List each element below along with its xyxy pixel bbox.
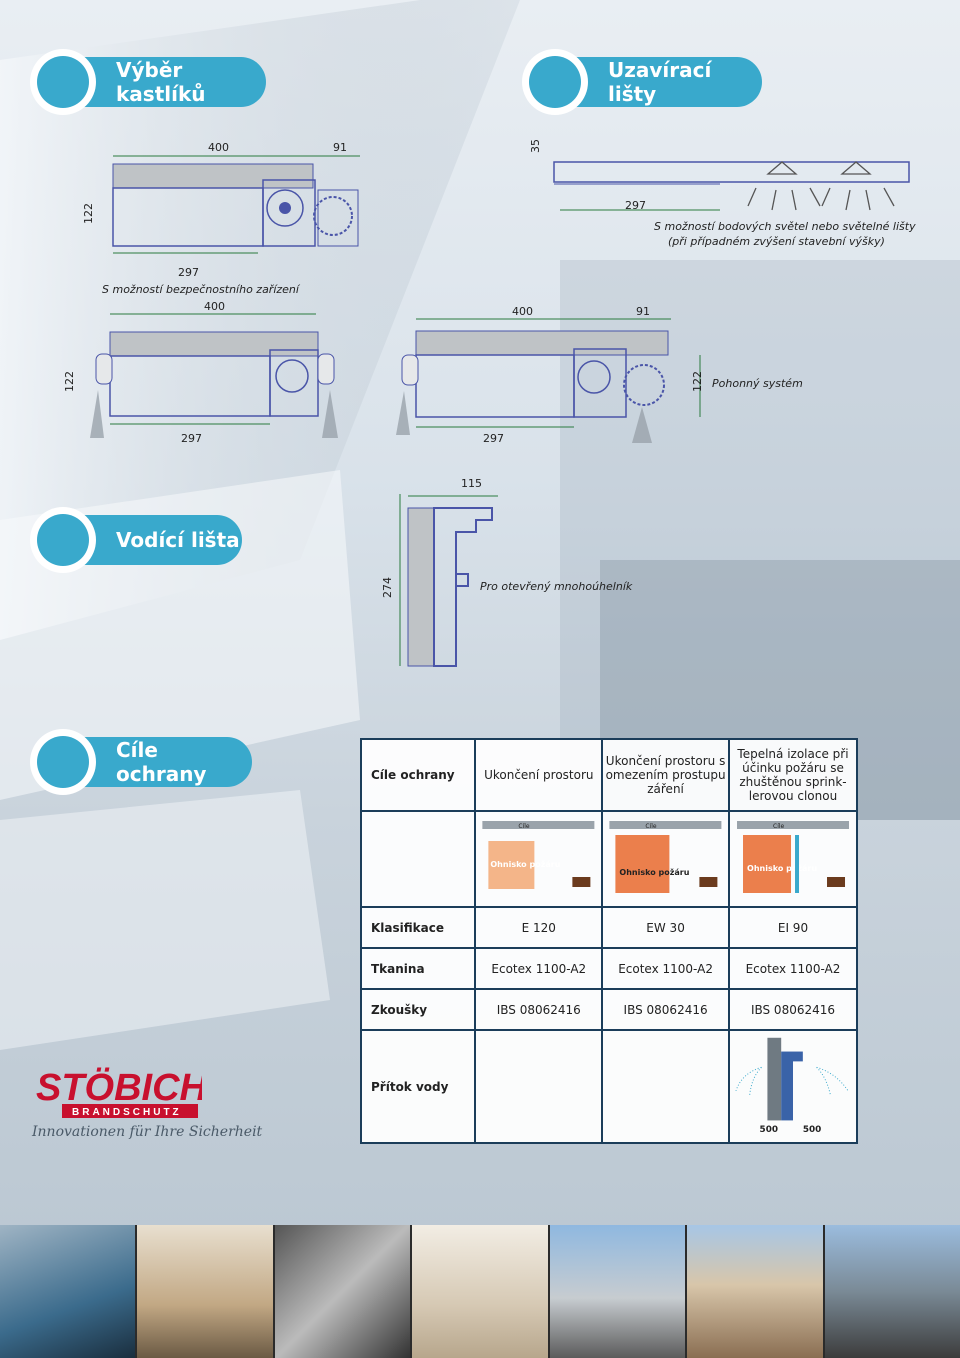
housing-drawing-safety	[90, 313, 338, 438]
housing-drawing-drive-system	[396, 318, 701, 443]
pill-circle-icon	[522, 49, 588, 115]
section-vyber-kastliku: Výběr kastlíků	[30, 49, 266, 115]
diagram-row: Cíle Ohnisko požáru Cíle Ohnisko požáru …	[359, 810, 859, 908]
fire-diagram-ei: Cíle Ohnisko požáru	[736, 821, 849, 893]
note-mnohouhelnik: Pro otevřený mnohoúhelník	[480, 580, 633, 593]
table-cell	[601, 1029, 730, 1144]
table-row: Zkoušky IBS 08062416 IBS 08062416 IBS 08…	[359, 988, 859, 1031]
row-label: Zkoušky	[359, 988, 477, 1031]
empty-cell	[359, 810, 477, 908]
logo-name: STÖBICH	[36, 1066, 202, 1109]
dim-width-400-safety: 400	[204, 300, 225, 313]
stobich-logo: STÖBICH BRANDSCHUTZ	[32, 1066, 209, 1126]
photo-statue-square	[549, 1225, 686, 1358]
row-label: Klasifikace	[359, 906, 477, 949]
housing-drawing-lights	[553, 161, 910, 211]
table-header-cell: Cíle ochrany	[359, 738, 477, 812]
row-label: Přítok vody	[359, 1029, 477, 1144]
photo-historic-building	[687, 1225, 823, 1358]
row-label: Tkanina	[359, 947, 477, 990]
dim-bottom-297: 297	[178, 266, 199, 279]
dim-500-right: 500	[803, 1125, 821, 1135]
dim-width-115: 115	[461, 477, 482, 490]
dim-bottom-297-lights: 297	[625, 199, 646, 212]
water-diagram-cell: 500 500	[727, 1029, 859, 1144]
table-row: Přítok vody 500 500	[359, 1029, 859, 1144]
diagram-cell-ei: Cíle Ohnisko požáru	[727, 810, 859, 908]
table-row: Tkanina Ecotex 1100-A2 Ecotex 1100-A2 Ec…	[359, 947, 859, 990]
protection-table: Cíle ochrany Ukončení prostoru Ukončení …	[359, 738, 859, 1144]
table-cell	[474, 1029, 604, 1144]
photo-staircase	[274, 1225, 411, 1358]
section-title: Výběr kastlíků	[116, 58, 206, 106]
diagram-cile-label: Cíle	[646, 823, 658, 830]
dim-bottom-297-drive: 297	[483, 432, 504, 445]
guide-rail-drawing	[399, 494, 498, 667]
table-cell: Ecotex 1100-A2	[601, 947, 730, 990]
table-cell: EI 90	[727, 906, 859, 949]
photo-atrium	[137, 1225, 273, 1358]
housing-drawing-drive	[112, 155, 360, 254]
note-svetla-line1: S možností bodových světel nebo světelné…	[654, 220, 916, 233]
table-cell: E 120	[474, 906, 604, 949]
pill-circle-icon	[30, 729, 96, 795]
dim-bottom-297-safety: 297	[181, 432, 202, 445]
pill-circle-icon	[30, 507, 96, 573]
section-uzaviraci-listy: Uzavírací lišty	[522, 49, 762, 115]
dim-height-35: 35	[529, 139, 542, 153]
dim-height-122-drive: 122	[691, 371, 704, 392]
diagram-cile-label: Cíle	[773, 823, 785, 830]
dim-width-91: 91	[333, 141, 347, 154]
photo-modern-street	[824, 1225, 960, 1358]
table-cell: IBS 08062416	[727, 988, 859, 1031]
section-title: Cíle ochrany	[116, 738, 207, 786]
table-row: Klasifikace E 120 EW 30 EI 90	[359, 906, 859, 949]
dim-height-122: 122	[82, 203, 95, 224]
section-cile-ochrany: Cíle ochrany	[30, 729, 252, 795]
table-cell: IBS 08062416	[474, 988, 604, 1031]
diagram-fire-label: Ohnisko požáru	[491, 860, 561, 869]
diagram-cile-label: Cíle	[519, 823, 531, 830]
dim-width-91-drive: 91	[636, 305, 650, 318]
fire-diagram-ew: Cíle Ohnisko požáru	[609, 821, 722, 893]
note-svetla-line2: (při případném zvýšení stavební výšky)	[668, 235, 885, 248]
dim-width-400: 400	[208, 141, 229, 154]
table-header-cell: Ukončení prostoru s omezením prostupu zá…	[601, 738, 730, 812]
table-header-cell: Ukončení prostoru	[474, 738, 604, 812]
fire-diagram-e: Cíle Ohnisko požáru	[482, 821, 595, 889]
section-title: Vodící lišta	[116, 528, 240, 552]
diagram-fire-label: Ohnisko požáru	[620, 868, 690, 877]
table-header-row: Cíle ochrany Ukončení prostoru Ukončení …	[359, 738, 859, 812]
section-vodici-lista: Vodící lišta	[30, 507, 242, 573]
table-cell: IBS 08062416	[601, 988, 730, 1031]
table-cell: EW 30	[601, 906, 730, 949]
note-pohon: Pohonný systém	[712, 377, 803, 390]
dim-height-122-safety: 122	[63, 371, 76, 392]
table-cell: Ecotex 1100-A2	[727, 947, 859, 990]
dim-width-400-drive: 400	[512, 305, 533, 318]
diagram-cell-ew: Cíle Ohnisko požáru	[601, 810, 730, 908]
diagram-fire-label: Ohnisko požáru	[747, 864, 817, 873]
dim-height-274: 274	[381, 577, 394, 598]
diagram-cell-e: Cíle Ohnisko požáru	[474, 810, 604, 908]
table-header-cell: Tepelná izolace při účinku požáru se zhu…	[727, 738, 859, 812]
note-bezpecnost: S možností bezpečnostního zařízení	[102, 283, 299, 296]
logo-sub: BRANDSCHUTZ	[72, 1107, 182, 1118]
table-cell: Ecotex 1100-A2	[474, 947, 604, 990]
photo-strip	[0, 1225, 960, 1358]
photo-interior	[412, 1225, 548, 1358]
dim-500-left: 500	[760, 1125, 778, 1135]
section-title: Uzavírací lišty	[608, 58, 712, 106]
pill-circle-icon	[30, 49, 96, 115]
slogan: Innovationen für Ihre Sicherheit	[32, 1124, 263, 1140]
photo-glass-building	[0, 1225, 136, 1358]
water-supply-diagram: 500 500	[735, 1037, 849, 1135]
